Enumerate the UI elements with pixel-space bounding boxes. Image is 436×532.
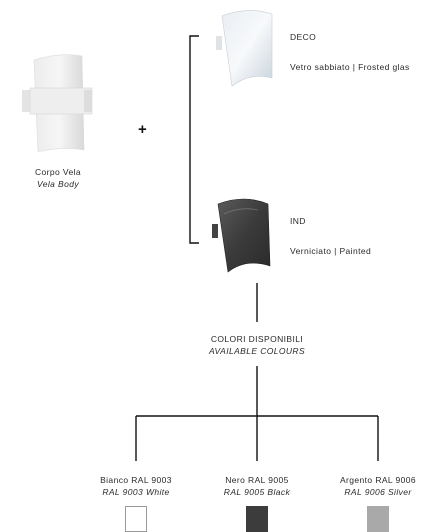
deco-description: Vetro sabbiato | Frosted glas	[290, 62, 410, 72]
colour-silver-label: Argento RAL 9006	[339, 475, 417, 485]
colours-header: COLORI DISPONIBILI	[210, 334, 304, 344]
options-bracket	[189, 35, 199, 244]
colour-silver-label-en: RAL 9006 Silver	[344, 487, 412, 497]
colour-black-label-en: RAL 9005 Black	[223, 487, 291, 497]
body-label: Corpo Vela	[34, 167, 82, 177]
colour-white-label-en: RAL 9003 White	[102, 487, 170, 497]
colours-header-en: AVAILABLE COLOURS	[208, 346, 306, 356]
ind-description: Verniciato | Painted	[290, 246, 372, 256]
colour-silver-swatch	[367, 506, 389, 532]
colour-black-swatch	[246, 506, 268, 532]
body-label-en: Vela Body	[36, 179, 80, 189]
colour-white-swatch	[125, 506, 147, 532]
deco-code: DECO	[290, 32, 317, 42]
ind-code: IND	[290, 216, 306, 226]
colour-white-label: Bianco RAL 9003	[100, 475, 172, 485]
colour-black-label: Nero RAL 9005	[225, 475, 289, 485]
plus-sign: +	[138, 121, 147, 138]
